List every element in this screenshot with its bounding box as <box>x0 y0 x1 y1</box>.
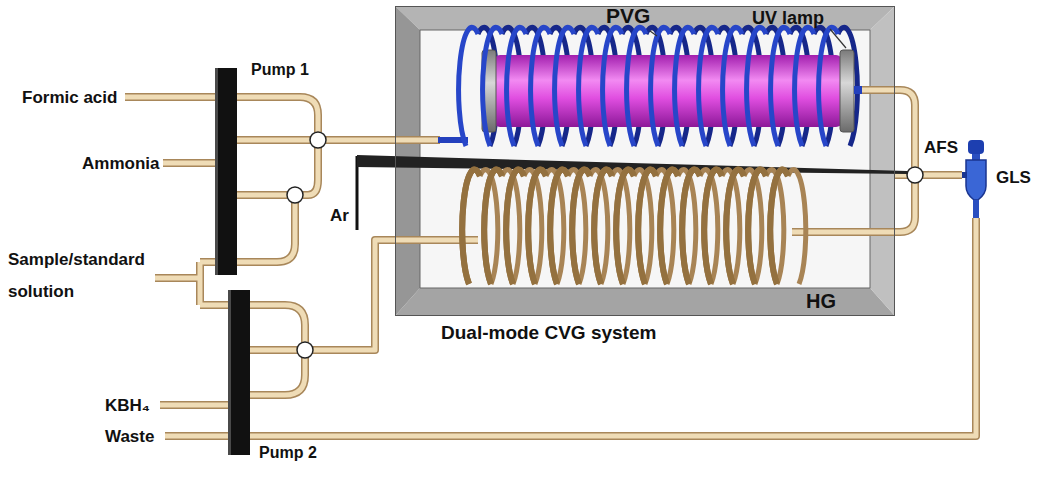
tube-connector <box>250 240 395 350</box>
separator-outlet <box>973 200 979 218</box>
lamp-nozzle <box>854 86 862 94</box>
part-label: PVG <box>606 5 650 27</box>
gas-label: Ar <box>330 205 349 227</box>
argon-line <box>356 156 359 230</box>
mixing-tee <box>310 132 326 148</box>
pump-bar: Pump 2 <box>228 290 250 455</box>
part-label: GLS <box>996 168 1024 188</box>
housing-right <box>870 6 895 316</box>
separator-body <box>966 160 986 200</box>
uv-lamp <box>494 55 842 127</box>
mixing-tee <box>287 187 303 203</box>
hg-coil <box>462 170 788 284</box>
lamp-cap <box>840 50 854 132</box>
part-label: HG <box>806 290 836 312</box>
pump-label: Pump 2 <box>259 443 278 463</box>
tube-connector <box>895 175 962 176</box>
part-label: AFS <box>924 138 952 158</box>
pvg-coil <box>459 27 838 146</box>
input-label: KBH₄ <box>105 395 150 417</box>
pump-label: Pump 1 <box>251 60 270 80</box>
mixing-tee <box>907 167 923 183</box>
leader-line <box>830 29 846 48</box>
leader-line <box>650 31 657 36</box>
tube-outline <box>250 240 395 350</box>
hg-coil <box>462 170 788 284</box>
system-label: Dual-mode CVG system <box>441 323 939 343</box>
input-label: Formic acid <box>22 87 117 109</box>
pump-bar: Pump 1 <box>215 68 237 275</box>
part-label: UV lamp <box>752 7 824 29</box>
output-label: Waste <box>105 426 154 448</box>
tube-connector <box>250 240 395 350</box>
detector-cap <box>968 140 984 154</box>
input-label: Sample/standard solution <box>8 244 158 308</box>
mixing-tee <box>297 342 313 358</box>
housing-bottom <box>395 288 895 316</box>
gas-liquid-separator: AFSGLS <box>962 140 990 218</box>
cvg-housing: Dual-mode CVG system <box>395 6 895 316</box>
input-label: Ammonia <box>82 153 159 175</box>
separator-inlet <box>962 172 967 178</box>
separator-shape <box>962 140 990 218</box>
